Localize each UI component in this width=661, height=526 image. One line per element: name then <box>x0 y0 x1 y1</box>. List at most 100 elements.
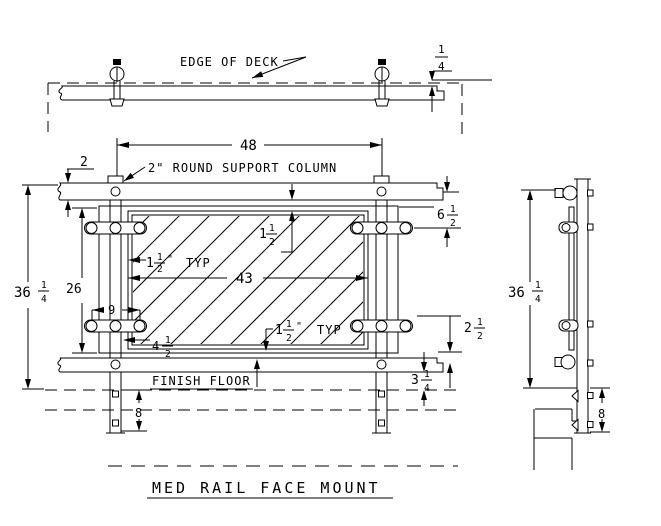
post-bolts-side <box>587 189 594 428</box>
dim-frame-typ-top: 1 1 2 " TYP <box>128 252 211 275</box>
dim-anchor-spacing-front: 8 <box>121 389 147 432</box>
glass-hatching <box>133 216 363 344</box>
inch-mark: " <box>296 321 302 332</box>
rail-bolt <box>110 186 121 197</box>
dim-post-to-glass: 4 1 2 <box>123 335 173 360</box>
dim-glass-width: 43 <box>128 271 368 287</box>
rail-bolt <box>376 186 387 197</box>
fraction-den: 4 <box>438 60 445 73</box>
dim-rail-to-glass: 1 1 2 <box>259 184 295 253</box>
dim-text: 8 <box>135 406 142 420</box>
bottom-rail-front <box>57 357 444 373</box>
bracket-top-left <box>84 221 147 235</box>
anchor-bolts-front <box>112 390 385 427</box>
dim-overall-height-side: 36 1 4 <box>508 189 556 388</box>
fraction-num: 1 <box>157 252 163 263</box>
rail-clamp-side-top <box>554 188 564 198</box>
dim-text: 1 <box>259 227 267 242</box>
top-rail-section <box>562 185 578 201</box>
dim-glass-height: 26 <box>66 207 97 354</box>
bracket-side-bottom <box>558 319 579 332</box>
plan-view <box>47 59 492 137</box>
dim-bracket-bolt-span: 9 <box>91 303 141 320</box>
fraction-den: 2 <box>286 333 292 344</box>
fraction-den: 2 <box>157 264 163 275</box>
dim-text: 9 <box>108 303 115 317</box>
fraction-num: 1 <box>477 317 483 328</box>
frame-outer <box>98 205 399 354</box>
dim-text: 4 <box>152 339 159 353</box>
glass-panel <box>98 205 399 354</box>
title-text: MED RAIL FACE MOUNT <box>152 479 381 497</box>
bracket-bottom-right <box>350 319 413 333</box>
fraction-den: 4 <box>535 294 541 305</box>
side-elevation <box>523 178 594 470</box>
bracket-bottom-left <box>84 319 147 333</box>
fraction-num: 1 <box>286 319 292 330</box>
fraction-den: 2 <box>477 331 483 342</box>
edge-of-deck-text: EDGE OF DECK <box>180 55 279 69</box>
rail-bolt <box>376 359 387 370</box>
leader-arrow <box>124 172 134 181</box>
dim-rail-to-bracket: 6 1 2 <box>399 176 461 247</box>
fraction-den: 2 <box>269 237 275 248</box>
rail-bolt <box>110 359 121 370</box>
fraction-den: 4 <box>41 294 47 305</box>
dim-text: 1 <box>275 323 283 338</box>
leader-arrow <box>252 71 264 78</box>
glass-edge-side <box>568 206 575 351</box>
anchor-standoffs-side <box>571 389 579 432</box>
fraction-den: 2 <box>450 218 456 229</box>
bottom-rail-section <box>560 354 576 370</box>
fraction-num: 1 <box>438 43 445 56</box>
dim-top-rail: 2 <box>65 155 94 217</box>
dim-text: 2 <box>464 321 472 336</box>
drawing-title: MED RAIL FACE MOUNT <box>147 479 393 499</box>
floor-lines <box>45 389 461 467</box>
dim-overall-height-front: 36 1 4 <box>14 184 58 390</box>
dim-text: 26 <box>66 282 82 297</box>
dim-deck-offset: 1 4 <box>429 43 452 112</box>
dim-text: 8 <box>598 407 605 421</box>
dim-text: 6 <box>437 208 445 223</box>
dimensions: EDGE OF DECK 1 4 48 2" ROUND SUPPORT COL… <box>14 43 610 499</box>
fraction-num: 1 <box>535 280 541 291</box>
column-cap <box>107 175 124 184</box>
top-rail-plan <box>58 85 445 101</box>
dim-text: 36 <box>508 285 525 301</box>
deck-profile-side <box>523 387 577 470</box>
dim-frame-typ-bottom: 1 1 2 " TYP <box>254 319 342 387</box>
fraction-num: 1 <box>165 335 171 346</box>
dim-text: 43 <box>236 271 253 287</box>
bracket-side-top <box>558 221 579 234</box>
fraction-den: 4 <box>424 383 430 394</box>
typ-text: TYP <box>186 256 211 270</box>
support-column-text: 2" ROUND SUPPORT COLUMN <box>148 161 337 175</box>
glass-edge <box>131 214 365 346</box>
dim-text: 48 <box>240 138 257 154</box>
dim-text: 3 <box>411 373 419 388</box>
column-cap <box>373 175 390 184</box>
dim-post-spacing: 48 <box>116 138 383 176</box>
top-rail-front <box>57 182 444 201</box>
dim-text: 2 <box>80 155 88 170</box>
fraction-num: 1 <box>424 369 430 380</box>
fraction-num: 1 <box>41 280 47 291</box>
post-side <box>574 178 591 434</box>
fraction-num: 1 <box>269 223 275 234</box>
dim-text: 1 <box>146 256 154 271</box>
dim-text: 36 <box>14 285 31 301</box>
bracket-top-right <box>350 221 413 235</box>
rail-clamp-plan-right <box>374 59 390 107</box>
label-finish-floor: FINISH FLOOR <box>150 374 253 390</box>
dim-rail-to-floor: 3 1 4 <box>411 352 432 406</box>
label-support-column: 2" ROUND SUPPORT COLUMN <box>123 161 337 182</box>
glass-frame <box>127 210 369 350</box>
dim-bracket-to-rail: 2 1 2 <box>417 315 485 388</box>
fraction-den: 2 <box>165 349 171 360</box>
typ-text: TYP <box>317 323 342 337</box>
dim-anchor-spacing-side: 8 <box>590 387 610 433</box>
rail-clamp-plan-left <box>109 59 125 107</box>
fraction-num: 1 <box>450 204 456 215</box>
